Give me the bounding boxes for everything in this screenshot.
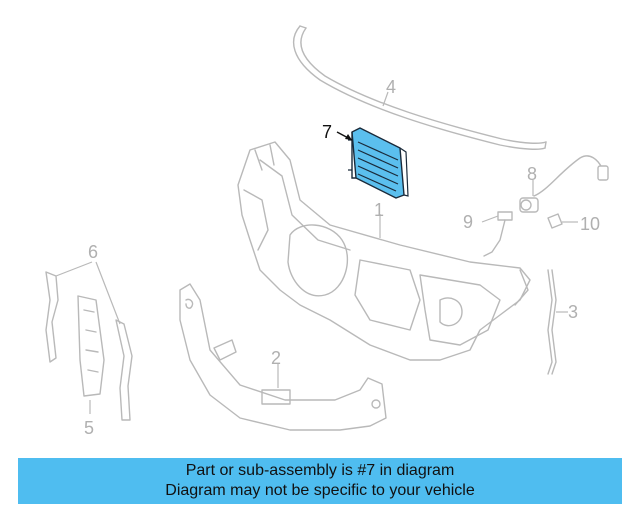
caption-banner: Part or sub-assembly is #7 in diagram Di…	[18, 458, 622, 504]
part-2-lower-support	[179, 283, 387, 431]
callout-2: 2	[271, 348, 281, 368]
callout-6: 6	[88, 242, 98, 262]
caption-line-2: Diagram may not be specific to your vehi…	[165, 482, 475, 499]
diagram-canvas: 1 2 3 4 5 6 7 8 9 10	[45, 25, 609, 438]
callout-1: 1	[374, 200, 384, 220]
callout-9: 9	[463, 212, 473, 232]
part-10-small-clip	[547, 213, 578, 229]
callout-7: 7	[322, 122, 332, 142]
part-5-vertical-brace	[77, 295, 105, 414]
part-6-side-seals	[45, 261, 133, 421]
callout-8: 8	[527, 164, 537, 184]
callout-4: 4	[386, 77, 396, 97]
part-3-side-seal	[547, 269, 568, 375]
callout-3: 3	[568, 302, 578, 322]
part-7-cooler-highlighted	[336, 127, 409, 199]
caption-line-1: Part or sub-assembly is #7 in diagram	[185, 462, 455, 479]
part-9-clip	[481, 211, 513, 257]
part-4-upper-strip	[292, 25, 547, 150]
part-1-radiator-support	[237, 141, 531, 361]
part-8-sensor-cable	[519, 155, 609, 213]
callout-7-arrowhead	[345, 134, 352, 140]
callout-5: 5	[84, 418, 94, 438]
callout-10: 10	[580, 214, 600, 234]
